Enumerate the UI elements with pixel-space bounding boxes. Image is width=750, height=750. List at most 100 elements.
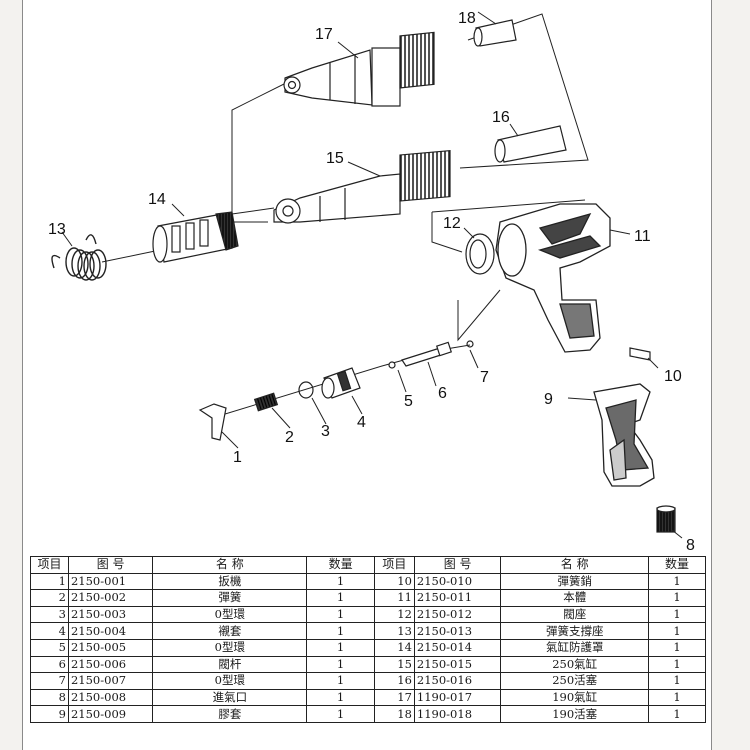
part-code: 2150-012 xyxy=(413,605,502,624)
part-code: 2150-013 xyxy=(413,622,502,640)
table-header-row: 项目 图 号 名 称 数量 项目 图 号 名 称 数量 xyxy=(30,556,706,574)
item-number: 3 xyxy=(30,605,69,624)
quantity: 1 xyxy=(306,622,375,640)
part-name: 0型環 xyxy=(152,672,308,690)
callout-1: 1 xyxy=(233,449,242,466)
item-number: 18 xyxy=(373,705,415,723)
part-code: 2150-014 xyxy=(413,638,502,657)
part-air-inlet xyxy=(656,505,676,533)
part-name: 250活塞 xyxy=(500,672,650,690)
part-code: 2150-011 xyxy=(413,589,502,607)
callout-15: 15 xyxy=(326,150,344,167)
part-code: 2150-001 xyxy=(67,572,154,591)
leader-lines xyxy=(61,11,683,539)
quantity: 1 xyxy=(306,688,375,707)
callout-13: 13 xyxy=(48,221,66,238)
part-o-ring-3 xyxy=(298,381,314,399)
quantity: 1 xyxy=(648,655,706,674)
part-valve-stem xyxy=(401,341,453,367)
part-code: 2150-003 xyxy=(67,605,154,624)
quantity: 1 xyxy=(306,605,375,624)
quantity: 1 xyxy=(306,638,375,657)
item-number: 17 xyxy=(373,688,415,707)
item-number: 13 xyxy=(373,622,415,640)
header-name: 名 称 xyxy=(500,556,650,574)
quantity: 1 xyxy=(648,705,706,723)
quantity: 1 xyxy=(306,655,375,674)
part-250-piston xyxy=(494,125,567,163)
part-name: 扳機 xyxy=(152,572,308,591)
part-name: 襯套 xyxy=(152,622,308,640)
quantity: 1 xyxy=(306,572,375,591)
quantity: 1 xyxy=(306,589,375,607)
part-trigger xyxy=(198,403,227,441)
callout-2: 2 xyxy=(285,429,294,446)
callout-18: 18 xyxy=(458,10,476,27)
part-name: 190氣缸 xyxy=(500,688,650,707)
callout-5: 5 xyxy=(404,393,413,410)
part-code: 1190-017 xyxy=(413,688,502,707)
part-code: 1190-018 xyxy=(413,705,502,723)
part-code: 2150-010 xyxy=(413,572,502,591)
header-code: 图 号 xyxy=(67,556,154,574)
part-name: 190活塞 xyxy=(500,705,650,723)
part-code: 2150-005 xyxy=(67,638,154,657)
item-number: 16 xyxy=(373,672,415,690)
part-name: 0型環 xyxy=(152,605,308,624)
part-code: 2150-002 xyxy=(67,589,154,607)
part-name: 彈簧銷 xyxy=(500,572,650,591)
part-name: 膠套 xyxy=(152,705,308,723)
part-code: 2150-015 xyxy=(413,655,502,674)
header-qty: 数量 xyxy=(648,556,706,574)
part-250-cylinder xyxy=(273,149,451,224)
part-name: 0型環 xyxy=(152,638,308,657)
item-number: 10 xyxy=(373,572,415,591)
part-code: 2150-008 xyxy=(67,688,154,707)
callout-4: 4 xyxy=(357,414,366,431)
quantity: 1 xyxy=(306,672,375,690)
header-name: 名 称 xyxy=(152,556,308,574)
callout-16: 16 xyxy=(492,109,510,126)
callout-10: 10 xyxy=(664,368,682,385)
part-code: 2150-006 xyxy=(67,655,154,674)
item-number: 11 xyxy=(373,589,415,607)
quantity: 1 xyxy=(648,672,706,690)
header-item: 项目 xyxy=(373,556,415,574)
item-number: 4 xyxy=(30,622,69,640)
part-rubber-sleeve xyxy=(593,383,655,487)
item-number: 15 xyxy=(373,655,415,674)
quantity: 1 xyxy=(648,572,706,591)
callout-3: 3 xyxy=(321,423,330,440)
item-number: 9 xyxy=(30,705,69,723)
callout-17: 17 xyxy=(315,26,333,43)
quantity: 1 xyxy=(648,622,706,640)
part-name: 氣缸防護罩 xyxy=(500,638,650,657)
part-spring xyxy=(253,392,279,412)
exploded-parts-diagram: 1 2 3 4 5 6 7 8 9 10 11 12 13 14 15 16 1… xyxy=(48,10,695,554)
part-code: 2150-016 xyxy=(413,672,502,690)
quantity: 1 xyxy=(306,705,375,723)
quantity: 1 xyxy=(648,605,706,624)
part-name: 彈簧 xyxy=(152,589,308,607)
header-code: 图 号 xyxy=(413,556,502,574)
part-name: 250氣缸 xyxy=(500,655,650,674)
callout-7: 7 xyxy=(480,369,489,386)
callout-9: 9 xyxy=(544,391,553,408)
part-name: 閥座 xyxy=(500,605,650,624)
item-number: 6 xyxy=(30,655,69,674)
header-qty: 数量 xyxy=(306,556,375,574)
callout-12: 12 xyxy=(443,215,461,232)
item-number: 2 xyxy=(30,589,69,607)
part-name: 本體 xyxy=(500,589,650,607)
item-number: 7 xyxy=(30,672,69,690)
callout-8: 8 xyxy=(686,537,695,554)
part-spring-pin xyxy=(629,347,651,361)
